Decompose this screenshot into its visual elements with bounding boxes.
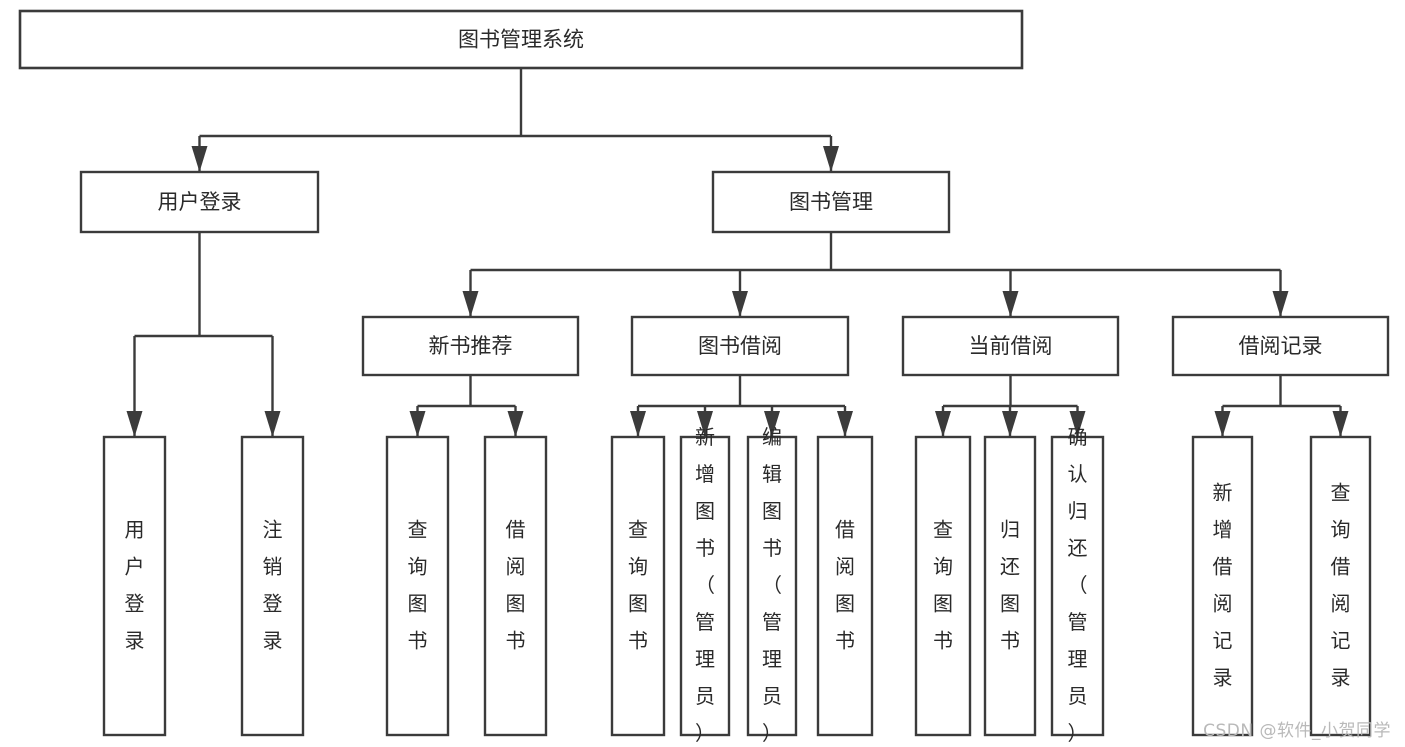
node-box-leaf-borrow-book-recommend[interactable] [483, 435, 548, 737]
node-label-leaf-edit-book-admin: 编辑图书（管理员） [762, 425, 782, 745]
arrow-head-icon [1332, 411, 1349, 437]
node-leaf-add-borrow-record[interactable]: 新增借阅记录 [1191, 435, 1254, 737]
node-box-leaf-query-borrow-record[interactable] [1309, 435, 1372, 737]
node-box-leaf-edit-book-admin[interactable] [746, 435, 798, 737]
node-book-manage[interactable]: 图书管理 [711, 170, 951, 234]
node-label-leaf-borrow-book: 借阅图书 [835, 517, 855, 652]
node-label-leaf-logout: 注销登录 [263, 517, 283, 652]
arrow-head-icon [1272, 291, 1289, 317]
node-leaf-edit-book-admin[interactable]: 编辑图书（管理员） [746, 425, 798, 745]
node-box-new-book-recommend[interactable] [361, 315, 580, 377]
node-box-leaf-add-book-admin[interactable] [679, 435, 731, 737]
node-new-book-recommend[interactable]: 新书推荐 [361, 315, 580, 377]
node-label-leaf-borrow-book-recommend: 借阅图书 [506, 517, 526, 652]
arrow-head-icon [837, 411, 853, 437]
node-box-leaf-query-book-current[interactable] [914, 435, 972, 737]
node-box-leaf-query-book-recommend[interactable] [385, 435, 450, 737]
node-box-book-borrow[interactable] [630, 315, 850, 377]
node-label-leaf-add-borrow-record: 新增借阅记录 [1213, 480, 1233, 689]
node-leaf-logout[interactable]: 注销登录 [240, 435, 305, 737]
node-box-current-borrow[interactable] [901, 315, 1120, 377]
arrow-head-icon [191, 146, 208, 172]
node-label-user-login: 用户登录 [158, 190, 242, 214]
arrow-head-icon [507, 411, 524, 437]
node-label-leaf-confirm-return-admin: 确认归还（管理员） [1068, 425, 1088, 745]
arrow-head-icon [697, 411, 713, 437]
node-box-root[interactable] [18, 9, 1024, 70]
node-leaf-query-borrow-record[interactable]: 查询借阅记录 [1309, 435, 1372, 737]
node-leaf-query-book-borrow[interactable]: 查询图书 [610, 435, 666, 737]
node-layer: 图书管理系统用户登录图书管理新书推荐图书借阅当前借阅借阅记录用户登录注销登录查询… [18, 9, 1390, 745]
arrow-head-icon [1214, 411, 1231, 437]
arrow-head-icon [409, 411, 426, 437]
node-label-book-manage: 图书管理 [789, 190, 873, 214]
arrow-head-icon [630, 411, 646, 437]
arrow-head-icon [935, 411, 951, 437]
node-box-leaf-add-borrow-record[interactable] [1191, 435, 1254, 737]
node-box-borrow-record[interactable] [1171, 315, 1390, 377]
node-leaf-borrow-book-recommend[interactable]: 借阅图书 [483, 435, 548, 737]
arrow-head-icon [764, 411, 780, 437]
arrow-head-icon [732, 291, 748, 317]
arrow-head-icon [126, 411, 143, 437]
connector-layer [126, 68, 1349, 437]
node-leaf-add-book-admin[interactable]: 新增图书（管理员） [679, 425, 731, 745]
node-box-leaf-borrow-book[interactable] [816, 435, 874, 737]
node-leaf-query-book-recommend[interactable]: 查询图书 [385, 435, 450, 737]
arrow-head-icon [1002, 291, 1019, 317]
node-box-leaf-user-login[interactable] [102, 435, 167, 737]
node-leaf-return-book[interactable]: 归还图书 [983, 435, 1037, 737]
arrow-head-icon [1002, 411, 1018, 437]
arrow-head-icon [462, 291, 479, 317]
node-box-leaf-return-book[interactable] [983, 435, 1037, 737]
node-label-leaf-return-book: 归还图书 [1000, 517, 1020, 652]
node-book-borrow[interactable]: 图书借阅 [630, 315, 850, 377]
node-leaf-query-book-current[interactable]: 查询图书 [914, 435, 972, 737]
arrow-head-icon [264, 411, 281, 437]
node-box-leaf-query-book-borrow[interactable] [610, 435, 666, 737]
node-label-root: 图书管理系统 [458, 28, 584, 52]
node-label-new-book-recommend: 新书推荐 [429, 334, 513, 358]
node-leaf-confirm-return-admin[interactable]: 确认归还（管理员） [1050, 425, 1105, 745]
node-leaf-user-login[interactable]: 用户登录 [102, 435, 167, 737]
node-label-leaf-query-book-current: 查询图书 [933, 517, 953, 652]
arrow-head-icon [823, 146, 839, 172]
node-current-borrow[interactable]: 当前借阅 [901, 315, 1120, 377]
node-label-current-borrow: 当前借阅 [969, 334, 1053, 358]
node-label-leaf-query-book-borrow: 查询图书 [628, 517, 648, 652]
node-box-user-login[interactable] [79, 170, 320, 234]
node-box-leaf-confirm-return-admin[interactable] [1050, 435, 1105, 737]
node-label-book-borrow: 图书借阅 [698, 334, 782, 358]
node-label-borrow-record: 借阅记录 [1239, 334, 1323, 358]
node-label-leaf-add-book-admin: 新增图书（管理员） [695, 425, 715, 745]
node-root[interactable]: 图书管理系统 [18, 9, 1024, 70]
node-box-leaf-logout[interactable] [240, 435, 305, 737]
node-box-book-manage[interactable] [711, 170, 951, 234]
node-leaf-borrow-book[interactable]: 借阅图书 [816, 435, 874, 737]
arrow-head-icon [1069, 411, 1086, 437]
node-borrow-record[interactable]: 借阅记录 [1171, 315, 1390, 377]
node-user-login[interactable]: 用户登录 [79, 170, 320, 234]
node-label-leaf-query-borrow-record: 查询借阅记录 [1331, 480, 1351, 689]
node-label-leaf-query-book-recommend: 查询图书 [408, 517, 428, 652]
node-label-leaf-user-login: 用户登录 [125, 517, 145, 652]
